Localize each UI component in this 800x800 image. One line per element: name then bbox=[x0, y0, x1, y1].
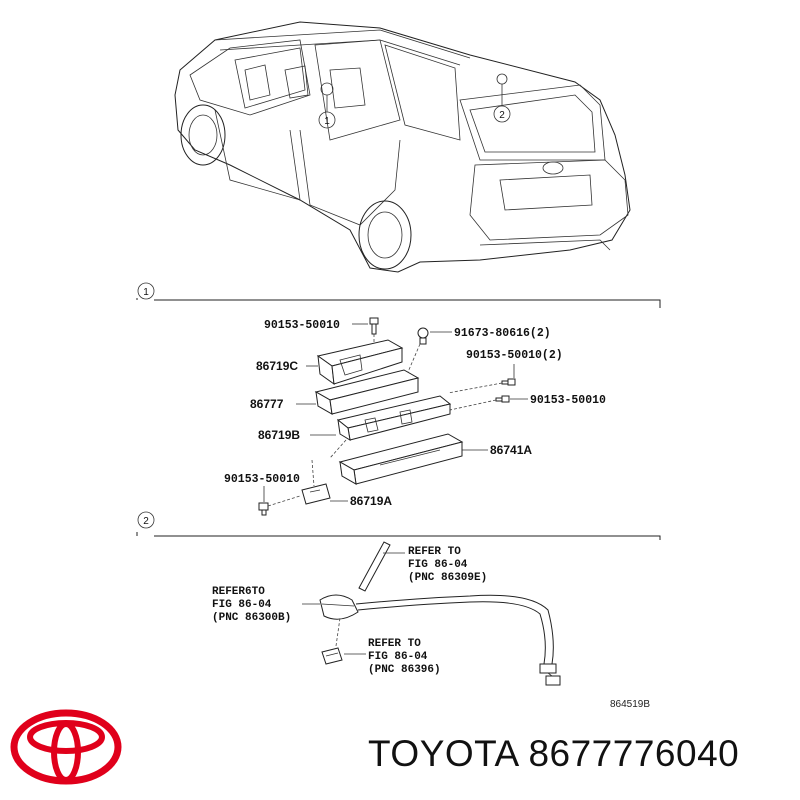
antenna-cable bbox=[355, 594, 554, 665]
section-2: 2 REFER TO FIG 86-04 (PNC 86309E) REFER6… bbox=[136, 511, 661, 710]
callout-1-label: 1 bbox=[324, 116, 330, 127]
bolt-icon bbox=[369, 317, 379, 335]
callout-2-label: 2 bbox=[499, 110, 505, 121]
receiver-part bbox=[338, 433, 464, 485]
antenna-rod-part bbox=[358, 541, 391, 592]
label-bracket-upper: 86719C bbox=[256, 359, 298, 373]
connector-part bbox=[539, 663, 561, 686]
toyota-logo bbox=[10, 709, 122, 785]
antenna-pad-part bbox=[321, 647, 343, 665]
car-illustration: 1 2 bbox=[174, 21, 631, 273]
section-2-marker bbox=[137, 511, 155, 529]
section-1-divider bbox=[136, 298, 661, 308]
ref-rod-line1: REFER TO bbox=[408, 546, 461, 558]
ref-base-line3: (PNC 86300B) bbox=[212, 612, 291, 624]
ref-base-line1: REFER6TO bbox=[212, 586, 265, 598]
label-bracket-bottom: 86719A bbox=[350, 494, 392, 508]
section-2-divider bbox=[136, 532, 661, 540]
label-bolt-top: 90153-50010 bbox=[264, 319, 340, 332]
bolt-icon bbox=[258, 502, 269, 516]
ref-rod-line3: (PNC 86309E) bbox=[408, 572, 487, 584]
section-1-marker bbox=[137, 282, 155, 300]
bolt-icon bbox=[495, 395, 510, 403]
label-bolt-bottom: 90153-50010 bbox=[224, 473, 300, 486]
bracket-bottom-part bbox=[301, 483, 331, 505]
callout-1-circle bbox=[318, 111, 336, 129]
ref-rod-line2: FIG 86-04 bbox=[408, 559, 468, 571]
ref-base-line2: FIG 86-04 bbox=[212, 599, 272, 611]
brand-part-number: TOYOTA 8677776040 bbox=[368, 733, 740, 774]
figure-code: 864519B bbox=[610, 699, 650, 710]
module-part bbox=[314, 369, 420, 415]
label-bolt-right-pair: 90153-50010(2) bbox=[466, 349, 563, 362]
section-2-marker-label: 2 bbox=[143, 516, 149, 527]
label-clip-top: 91673-80616(2) bbox=[454, 327, 551, 340]
bracket-lower-part bbox=[336, 395, 452, 441]
callout-2-circle bbox=[493, 105, 511, 123]
bracket-upper-part bbox=[316, 339, 404, 386]
section-1: 1 90153-50010 91673-80616(2) 90153-50010… bbox=[136, 282, 661, 516]
clip-icon bbox=[417, 327, 429, 345]
label-bracket-lower: 86719B bbox=[258, 428, 300, 442]
ref-pad-line3: (PNC 86396) bbox=[368, 664, 441, 676]
section-1-marker-label: 1 bbox=[143, 287, 149, 298]
label-module: 86777 bbox=[250, 397, 284, 411]
bolt-icon bbox=[501, 378, 516, 386]
ref-pad-line1: REFER TO bbox=[368, 638, 421, 650]
label-receiver: 86741A bbox=[490, 443, 532, 457]
label-bolt-right: 90153-50010 bbox=[530, 394, 606, 407]
ref-pad-line2: FIG 86-04 bbox=[368, 651, 428, 663]
antenna-base-part bbox=[319, 594, 359, 620]
